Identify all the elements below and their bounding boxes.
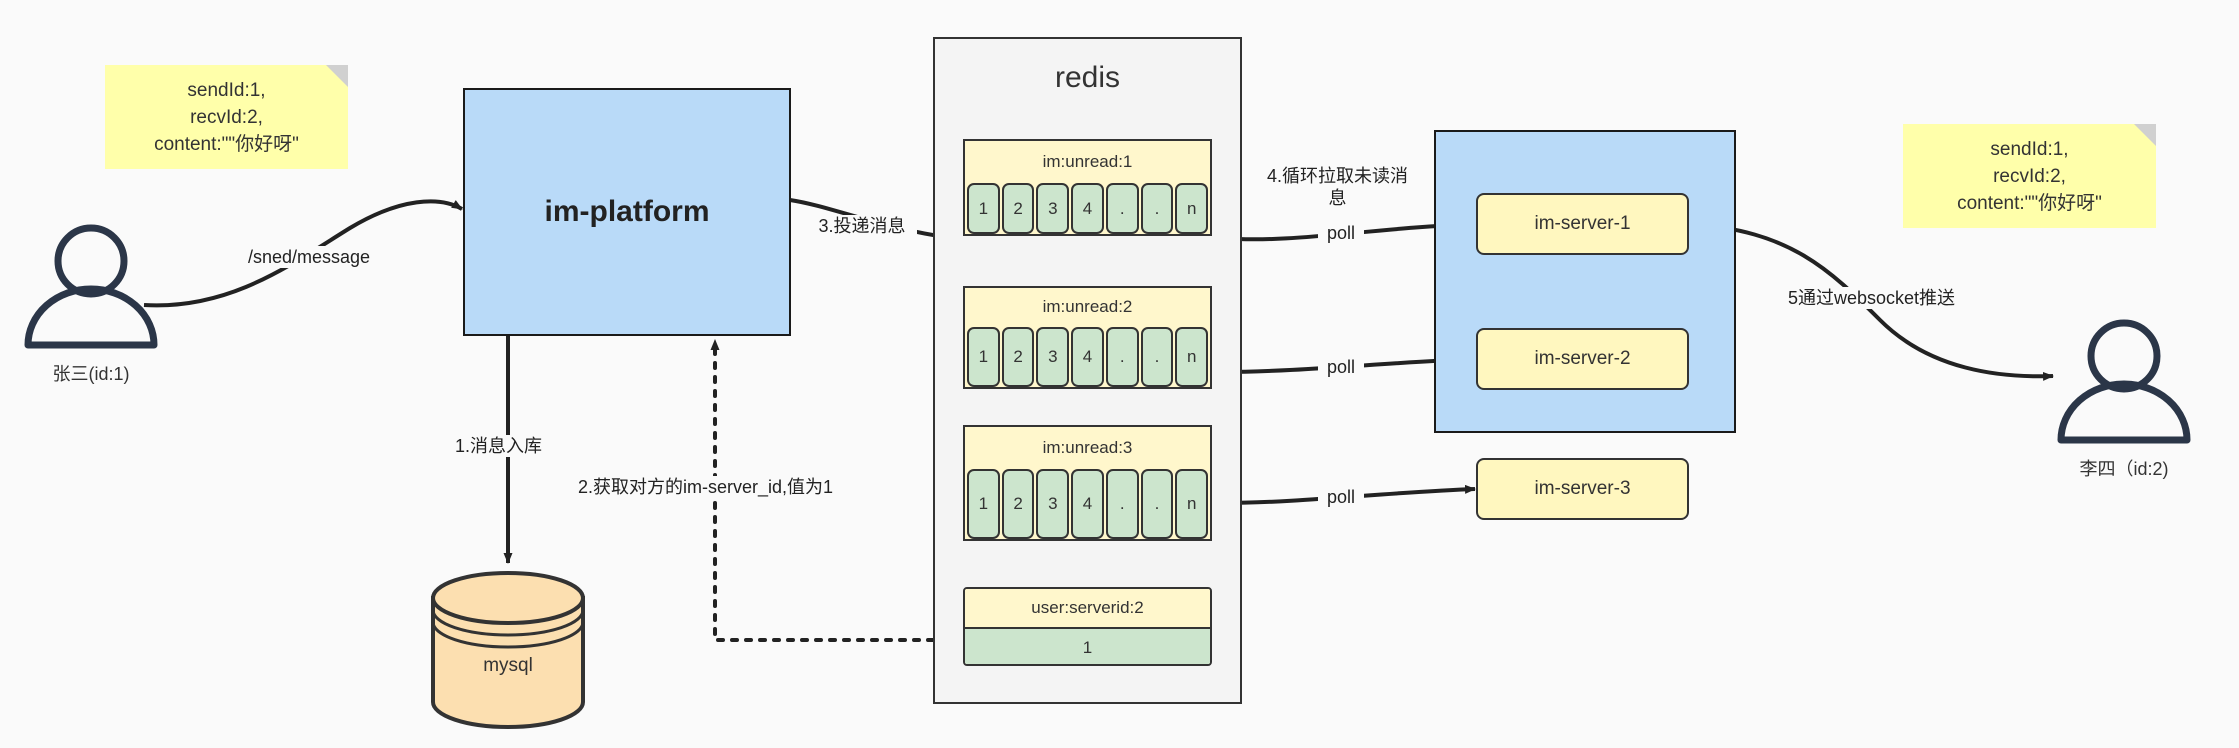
redis-list-key: im:unread:2 bbox=[965, 288, 1210, 327]
edge-label-poll-3: poll bbox=[1318, 486, 1364, 508]
redis-cell[interactable]: n bbox=[1175, 183, 1209, 234]
note-left: sendId:1, recvId:2, content:""你好呀" bbox=[105, 65, 348, 169]
note-fold-icon bbox=[2134, 124, 2156, 146]
redis-cell[interactable]: n bbox=[1175, 469, 1209, 539]
redis-list-im-unread-2[interactable]: im:unread:2 1 2 3 4 . . n bbox=[963, 286, 1212, 389]
edge-label-poll-2: poll bbox=[1318, 356, 1364, 378]
redis-cell[interactable]: 4 bbox=[1071, 469, 1104, 539]
redis-cell[interactable]: n bbox=[1175, 327, 1209, 387]
redis-cell[interactable]: 2 bbox=[1001, 183, 1035, 234]
redis-cell[interactable]: 1 bbox=[967, 183, 1000, 234]
redis-list-key: im:unread:3 bbox=[965, 427, 1210, 469]
redis-cell[interactable]: . bbox=[1105, 469, 1139, 539]
redis-kv-key: user:serverid:2 bbox=[965, 589, 1210, 627]
redis-cell[interactable]: 3 bbox=[1036, 469, 1070, 539]
redis-cell[interactable]: . bbox=[1140, 327, 1174, 387]
redis-cell[interactable]: 4 bbox=[1071, 183, 1104, 234]
edge-label-send-message: /sned/message bbox=[229, 246, 389, 268]
redis-cell[interactable]: . bbox=[1140, 469, 1174, 539]
redis-cell[interactable]: 1 bbox=[967, 327, 1000, 387]
person-icon-sender bbox=[24, 224, 158, 349]
actor-label-receiver: 李四（id:2) bbox=[2079, 459, 2169, 479]
redis-list-key: im:unread:1 bbox=[965, 141, 1210, 183]
redis-list-cells: 1 2 3 4 . . n bbox=[965, 469, 1210, 541]
im-platform-label: im-platform bbox=[544, 195, 710, 228]
database-icon-mysql bbox=[431, 571, 585, 729]
redis-kv-value: 1 bbox=[965, 627, 1210, 664]
node-im-server-2[interactable]: im-server-2 bbox=[1476, 328, 1689, 390]
note-right: sendId:1, recvId:2, content:""你好呀" bbox=[1903, 124, 2156, 228]
edge-label-poll-1: poll bbox=[1318, 222, 1364, 244]
node-im-server-3[interactable]: im-server-3 bbox=[1476, 458, 1689, 520]
redis-title: redis bbox=[1054, 61, 1121, 94]
mysql-label: mysql bbox=[483, 655, 533, 676]
redis-cell[interactable]: 2 bbox=[1001, 327, 1035, 387]
redis-list-im-unread-3[interactable]: im:unread:3 1 2 3 4 . . n bbox=[963, 425, 1212, 541]
redis-cell[interactable]: . bbox=[1105, 183, 1139, 234]
actor-label-sender: 张三(id:1) bbox=[52, 364, 130, 384]
redis-cell[interactable]: . bbox=[1140, 183, 1174, 234]
im-server-1-label: im-server-1 bbox=[1534, 213, 1631, 234]
redis-list-im-unread-1[interactable]: im:unread:1 1 2 3 4 . . n bbox=[963, 139, 1212, 236]
node-im-server-1[interactable]: im-server-1 bbox=[1476, 193, 1689, 255]
note-left-text: sendId:1, recvId:2, content:""你好呀" bbox=[154, 79, 299, 155]
edge-label-step3: 3.投递消息 bbox=[807, 215, 917, 237]
redis-cell[interactable]: 3 bbox=[1036, 327, 1070, 387]
edge-label-step1: 1.消息入库 bbox=[455, 435, 575, 457]
note-right-text: sendId:1, recvId:2, content:""你好呀" bbox=[1957, 138, 2102, 214]
redis-cell[interactable]: 3 bbox=[1036, 183, 1070, 234]
redis-cell[interactable]: 4 bbox=[1071, 327, 1104, 387]
edge-label-step2: 2.获取对方的im-server_id,值为1 bbox=[578, 476, 888, 498]
note-fold-icon bbox=[326, 65, 348, 87]
im-server-3-label: im-server-3 bbox=[1534, 478, 1631, 499]
edge-label-step5: 5通过websocket推送 bbox=[1788, 287, 1998, 309]
edge-label-step4: 4.循环拉取未读消 息 bbox=[1255, 165, 1420, 209]
person-icon-receiver bbox=[2057, 319, 2191, 444]
redis-kv-user-serverid[interactable]: user:serverid:2 1 bbox=[963, 587, 1212, 666]
redis-cell[interactable]: . bbox=[1105, 327, 1139, 387]
redis-list-cells: 1 2 3 4 . . n bbox=[965, 327, 1210, 389]
im-server-2-label: im-server-2 bbox=[1534, 348, 1631, 369]
redis-list-cells: 1 2 3 4 . . n bbox=[965, 183, 1210, 236]
redis-cell[interactable]: 1 bbox=[967, 469, 1000, 539]
node-im-platform[interactable]: im-platform bbox=[463, 88, 791, 336]
redis-cell[interactable]: 2 bbox=[1001, 469, 1035, 539]
